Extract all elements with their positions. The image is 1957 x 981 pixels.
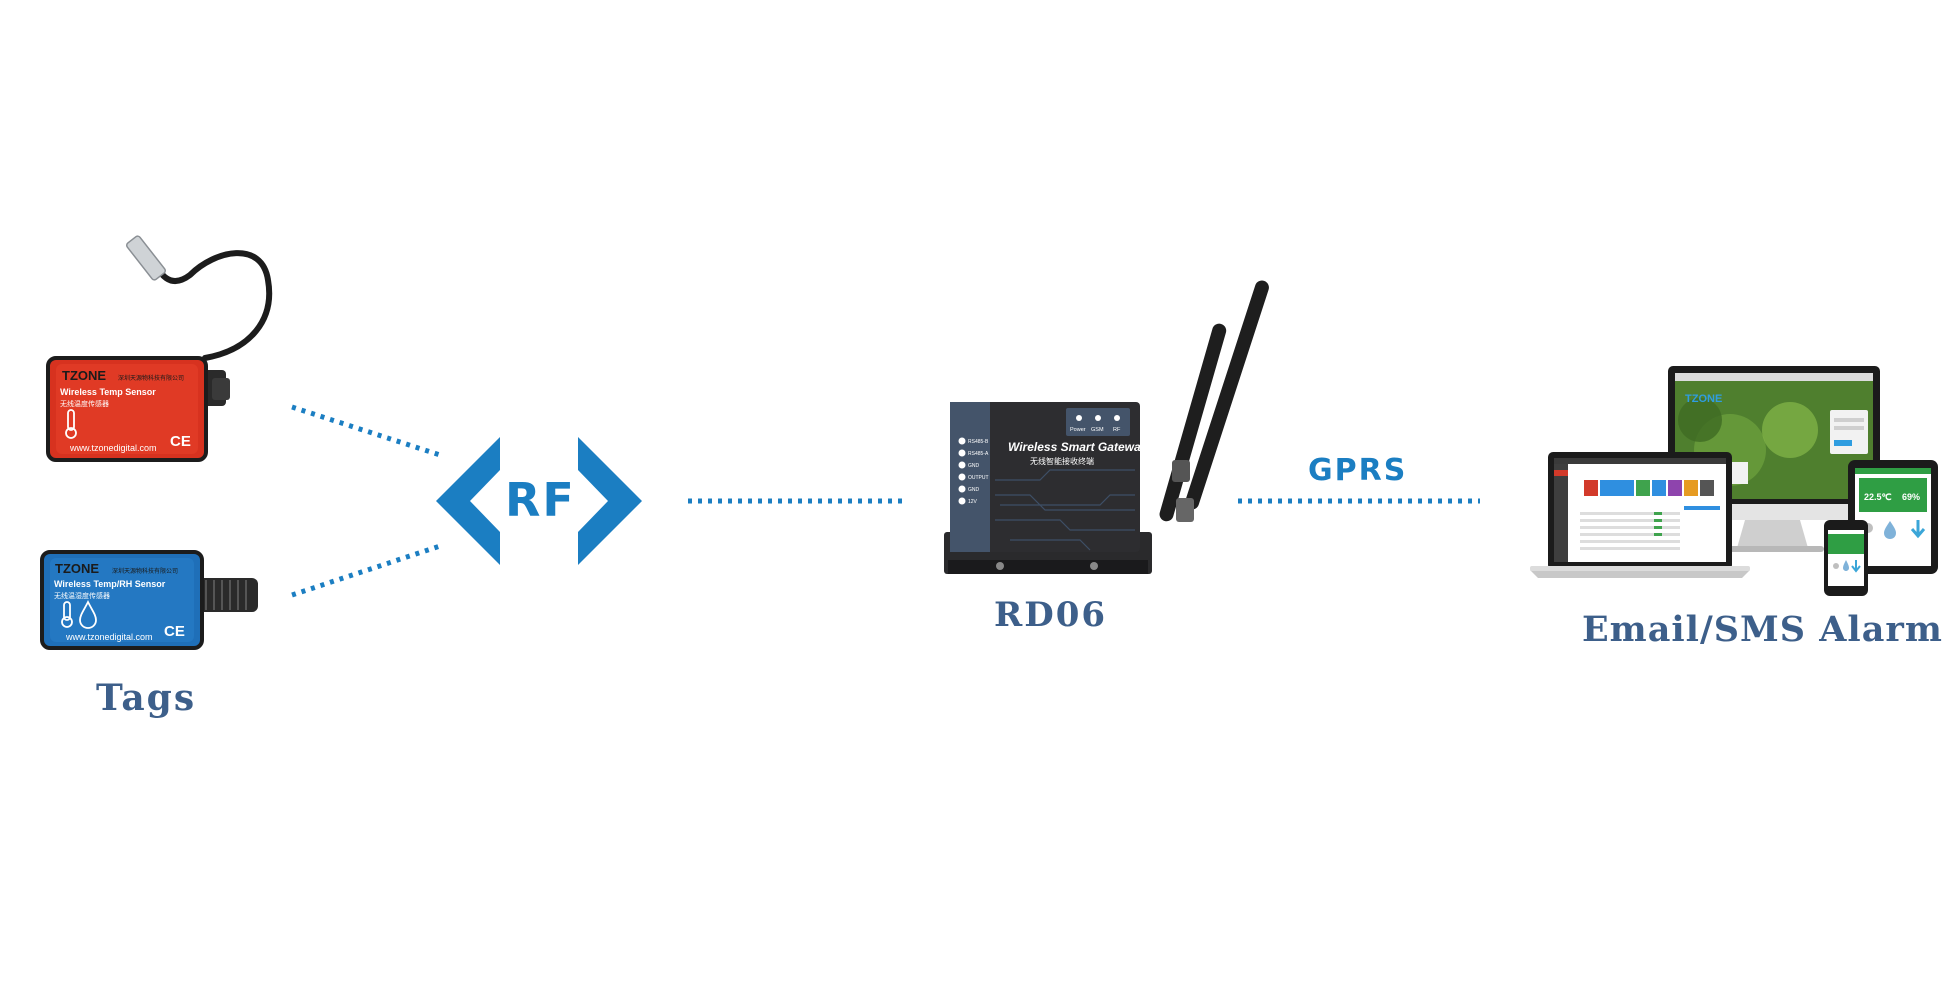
- gateway-label: RD06: [994, 595, 1108, 635]
- blue-temprh-sensor: TZONE 深圳天源物科技有限公司 Wireless Temp/RH Senso…: [40, 550, 258, 650]
- port-label: GND: [968, 463, 980, 469]
- water-drop-icon: [1884, 521, 1896, 539]
- red-sensor-subtitle: 无线温度传感器: [60, 399, 109, 408]
- laptop: [1530, 452, 1750, 578]
- port-label: GND: [968, 487, 980, 493]
- port-label: OUTPUT: [968, 475, 989, 481]
- led-rf-label: RF: [1113, 427, 1121, 433]
- blue-sensor-url: www.tzonedigital.com: [65, 632, 153, 642]
- smartphone: [1824, 520, 1868, 596]
- gateway-device-subtitle: 无线智能接收终端: [1030, 456, 1094, 466]
- thermometer-icon: [61, 601, 73, 628]
- blue-sensor-subtitle: 无线温湿度传感器: [54, 591, 110, 600]
- gprs-label: GPRS: [1308, 453, 1408, 488]
- monitor-brand: TZONE: [1685, 393, 1722, 405]
- rf-links: [291, 404, 1480, 598]
- red-temp-sensor: TZONE 深圳天源物科技有限公司 Wireless Temp Sensor 无…: [46, 235, 273, 462]
- port-label: RS485-B: [968, 439, 989, 445]
- blue-sensor-ce: CE: [164, 623, 185, 640]
- rf-symbol: [436, 437, 642, 565]
- blue-sensor-rf-link: [291, 543, 441, 598]
- chevron-right-icon: [578, 437, 642, 565]
- led-power-label: Power: [1070, 427, 1086, 433]
- water-drop-icon: [1843, 560, 1849, 571]
- tablet-rh: 69%: [1902, 492, 1920, 502]
- red-sensor-ce: CE: [170, 433, 191, 450]
- red-sensor-title: Wireless Temp Sensor: [60, 387, 156, 397]
- led-gsm-label: GSM: [1091, 427, 1104, 433]
- red-sensor-rf-link: [291, 404, 441, 458]
- chevron-left-icon: [436, 437, 500, 565]
- gateway-device-title: Wireless Smart Gateway: [1008, 440, 1149, 454]
- water-drop-icon: [79, 599, 97, 629]
- thermometer-icon: [65, 409, 77, 439]
- blue-sensor-brand-sub: 深圳天源物科技有限公司: [112, 567, 178, 575]
- alarm-label: Email/SMS Alarm: [1582, 609, 1943, 650]
- blue-sensor-brand: TZONE: [55, 561, 99, 576]
- tablet: 22.5℃ 69%: [1848, 460, 1938, 574]
- rf-label: RF: [505, 473, 576, 527]
- tags-label: Tags: [96, 677, 197, 719]
- red-sensor-url: www.tzonedigital.com: [69, 443, 157, 453]
- blue-sensor-title: Wireless Temp/RH Sensor: [54, 579, 166, 589]
- monitoring-devices: TZONE: [1530, 366, 1938, 596]
- port-label: 12V: [968, 499, 978, 505]
- port-label: RS485-A: [968, 451, 989, 457]
- download-icon: [1851, 560, 1861, 573]
- gateway-device: Power GSM RF RS485-B RS485-A GND OUTPUT …: [944, 280, 1269, 574]
- tablet-temp: 22.5℃: [1864, 492, 1892, 502]
- red-sensor-brand: TZONE: [62, 368, 106, 383]
- red-sensor-brand-sub: 深圳天源物科技有限公司: [118, 374, 184, 382]
- download-icon: [1910, 520, 1926, 539]
